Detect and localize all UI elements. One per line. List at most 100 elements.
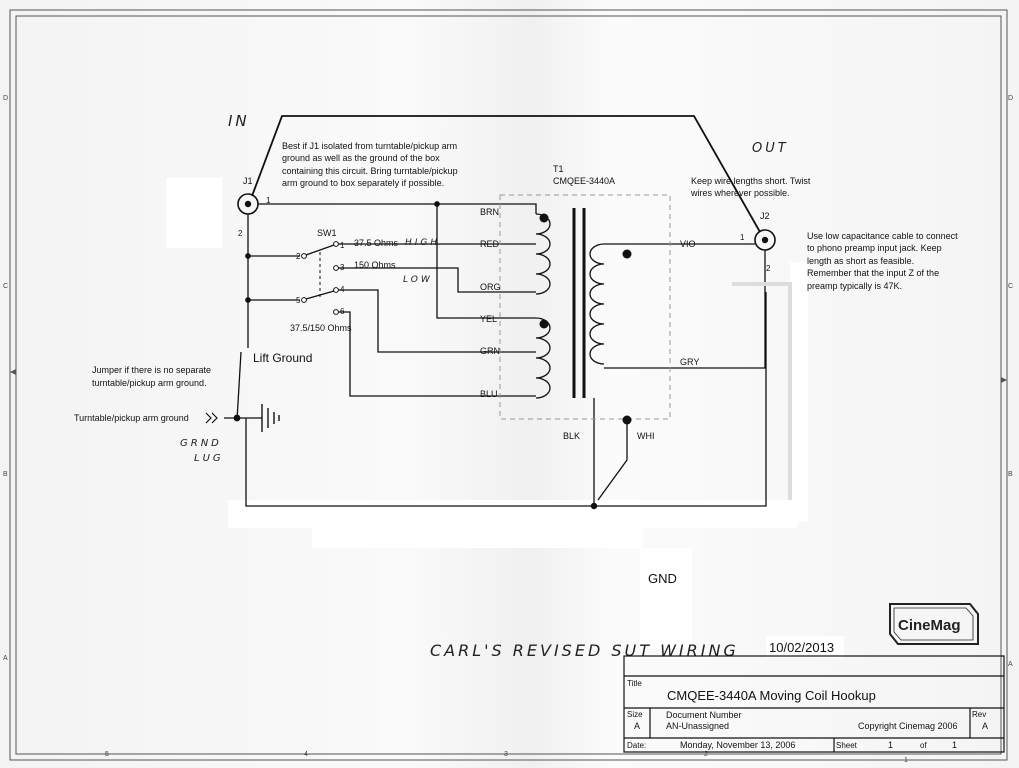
wire-vio: VIO <box>680 239 696 249</box>
wire-org: ORG <box>480 282 501 292</box>
whiteout-patches <box>166 178 808 648</box>
note-isolation-line-3: containing this circuit. Bring turntable… <box>282 166 458 176</box>
note-wire-length-line-2: wires wherever possible. <box>690 188 790 198</box>
docnum-label: Document Number <box>666 710 742 720</box>
note-isolation-line-1: Best if J1 isolated from turntable/picku… <box>282 141 457 151</box>
note-cable-line-2: to phono preamp input jack. Keep <box>807 243 942 253</box>
note-isolation: Best if J1 isolated from turntable/picku… <box>282 141 458 188</box>
wiring <box>224 115 792 510</box>
j2-pin1: 1 <box>740 233 745 242</box>
note-cable: Use low capacitance cable to connect to … <box>807 231 958 291</box>
copyright-text: Copyright Cinemag 2006 <box>858 721 958 731</box>
sw1-pin6: 6 <box>340 307 345 316</box>
border-col-3: 3 <box>504 751 508 758</box>
border-row-d: D <box>3 95 8 102</box>
high-label: HIGH <box>405 238 440 248</box>
rev-label: Rev <box>972 710 986 719</box>
rev-value: A <box>982 721 988 731</box>
note-jumper-line-1: Jumper if there is no separate <box>92 365 211 375</box>
size-label: Size <box>627 710 643 719</box>
jack-j2: J2 1 2 <box>740 211 776 273</box>
t1-part-label: CMQEE-3440A <box>553 176 615 186</box>
border-row-a-right: A <box>1008 661 1013 668</box>
border-row-c-right: C <box>1008 283 1013 290</box>
sheet-border <box>9 9 1008 761</box>
tap-150-label: 150 Ohms <box>354 260 396 270</box>
note-cable-line-3: length as short as feasible. <box>807 256 914 266</box>
sw1-pin1: 1 <box>340 241 345 250</box>
note-isolation-line-2: ground as well as the ground of the box <box>282 153 440 163</box>
gnd-label: GND <box>648 571 677 586</box>
ground-symbol <box>261 404 280 432</box>
note-cable-line-5: preamp typically is 47K. <box>807 281 902 291</box>
of-value: 1 <box>952 740 957 750</box>
wire-blk: BLK <box>563 431 580 441</box>
border-row-c: C <box>3 283 8 290</box>
note-cable-line-1: Use low capacitance cable to connect <box>807 231 958 241</box>
j2-label: J2 <box>760 211 770 221</box>
note-cable-line-4: Remember that the input Z of the <box>807 268 939 278</box>
title-label: Title <box>627 679 642 688</box>
wire-brn: BRN <box>480 207 499 217</box>
revision-date-patch <box>766 636 844 658</box>
j1-pin1: 1 <box>266 196 271 205</box>
border-row-b: B <box>3 471 8 478</box>
transformer-t1: T1 CMQEE-3440A BRN RED ORG YEL GRN BLU V… <box>480 164 699 441</box>
ground-input-arrow-icon <box>205 412 218 424</box>
wire-red: RED <box>480 239 500 249</box>
sheet-label: Sheet <box>836 741 858 750</box>
border-row-a: A <box>3 655 8 662</box>
wire-blu: BLU <box>480 389 498 399</box>
border-row-b-right: B <box>1008 471 1013 478</box>
revision-note: CARL'S REVISED SUT WIRING <box>430 641 739 660</box>
wire-grn: GRN <box>480 346 500 356</box>
border-col-4: 4 <box>304 751 308 758</box>
note-isolation-line-4: arm ground to box separately if possible… <box>282 178 444 188</box>
of-label: of <box>920 741 927 750</box>
sw1-pin3: 3 <box>340 263 345 272</box>
grnd-lug-label-2: LUG <box>194 453 224 464</box>
grnd-lug-label-1: GRND <box>180 438 222 449</box>
border-col-5: 5 <box>105 751 109 758</box>
border-col-1: 1 <box>904 757 908 764</box>
wire-gry: GRY <box>680 357 699 367</box>
date-label: Date: <box>627 741 646 750</box>
sw1-label: SW1 <box>317 228 337 238</box>
title-block <box>623 655 1005 753</box>
turntable-ground-label: Turntable/pickup arm ground <box>74 413 189 423</box>
note-wire-length: Keep wire lengths short. Twist wires whe… <box>690 176 811 198</box>
sw1-pin5: 5 <box>296 296 301 305</box>
t1-label: T1 <box>553 164 564 174</box>
border-col-2: 2 <box>704 751 708 758</box>
note-wire-length-line-1: Keep wire lengths short. Twist <box>691 176 811 186</box>
size-value: A <box>634 721 640 731</box>
j1-pin2: 2 <box>238 229 243 238</box>
lift-ground-label: Lift Ground <box>253 351 312 365</box>
tap-375-label: 37.5 Ohms <box>354 238 399 248</box>
cinemag-logo: CineMag <box>889 603 979 645</box>
j2-pin2: 2 <box>766 264 771 273</box>
wire-yel: YEL <box>480 314 497 324</box>
note-jumper: Jumper if there is no separate turntable… <box>92 365 211 388</box>
wire-whi: WHI <box>637 431 655 441</box>
low-label: LOW <box>403 275 433 285</box>
in-label: IN <box>228 112 250 130</box>
sw1-pin4: 4 <box>340 285 345 294</box>
ground-lug-node <box>233 414 241 422</box>
note-jumper-line-2: turntable/pickup arm ground. <box>92 378 207 388</box>
border-arrows <box>10 369 1007 383</box>
revision-date: 10/02/2013 <box>769 640 834 655</box>
cinemag-logo-text: CineMag <box>898 617 961 634</box>
sheet-value: 1 <box>888 740 893 750</box>
border-row-labels: D C B A D C B A <box>3 95 1013 668</box>
docnum-value: AN-Unassigned <box>666 721 729 731</box>
switch-sw1: SW1 1 2 3 4 5 6 37.5 Ohms 150 Ohms HIGH … <box>290 228 440 333</box>
out-label: OUT <box>752 141 789 156</box>
sw1-pin2: 2 <box>296 252 301 261</box>
date-value: Monday, November 13, 2006 <box>680 740 795 750</box>
j1-label: J1 <box>243 176 253 186</box>
title-value: CMQEE-3440A Moving Coil Hookup <box>667 688 876 703</box>
jack-j1: J1 1 2 <box>237 176 271 238</box>
